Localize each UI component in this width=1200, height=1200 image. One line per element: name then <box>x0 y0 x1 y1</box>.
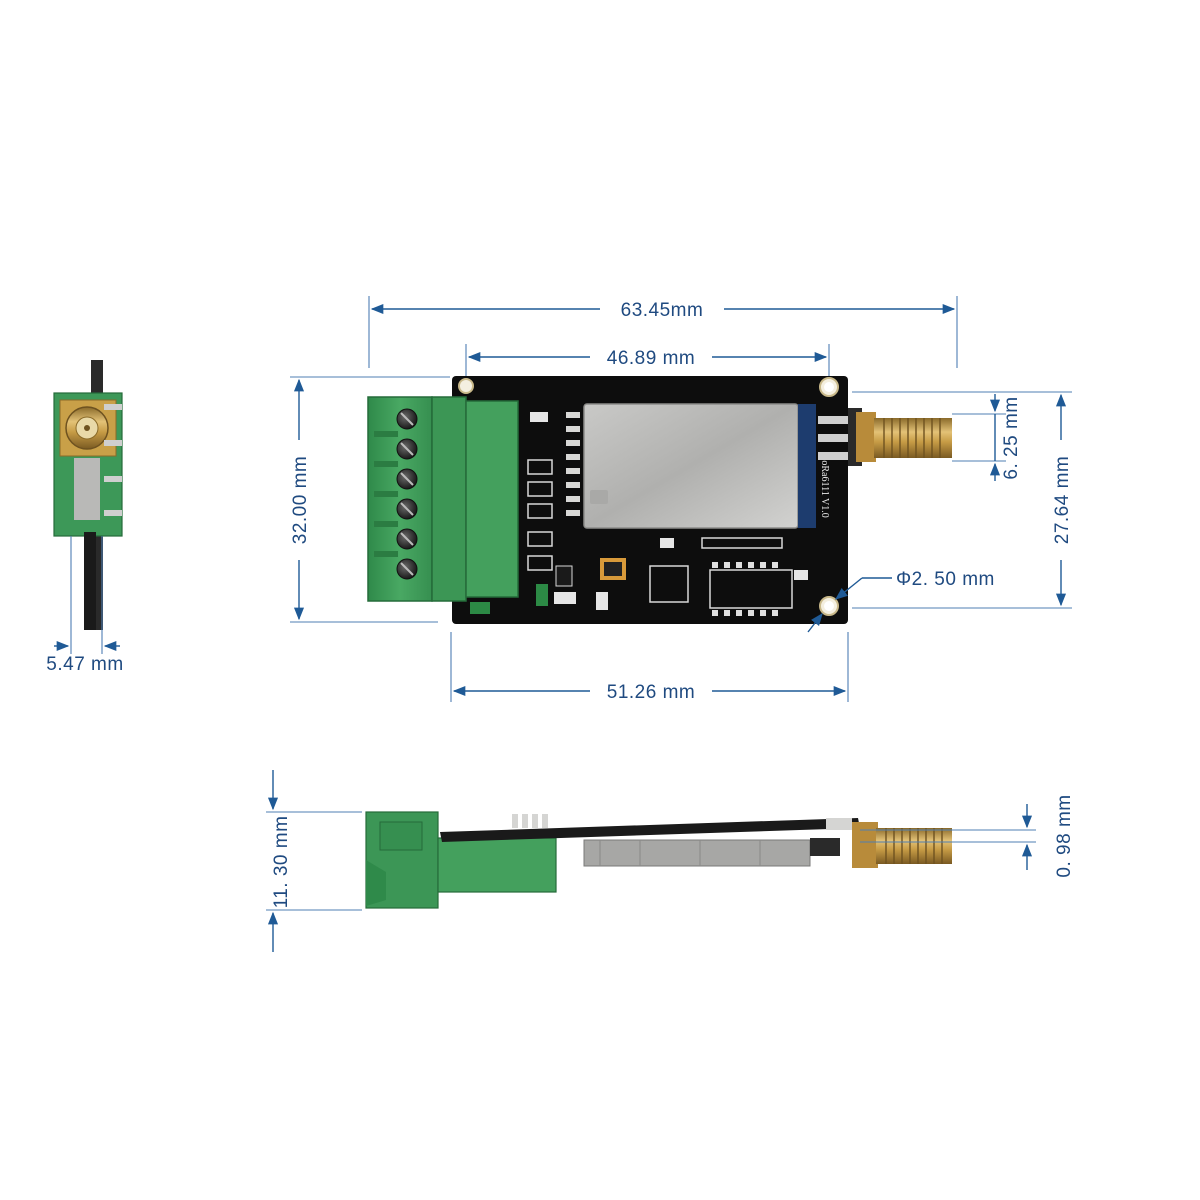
terminal-block <box>367 396 519 602</box>
side-view <box>53 360 123 630</box>
board-label: LoRa6111 V1.0 <box>819 454 830 518</box>
profile-view <box>365 811 952 909</box>
dim-overall-length: 63.45mm <box>621 300 704 321</box>
module-pads <box>566 412 580 516</box>
pin-header <box>818 408 862 466</box>
rf-shield-can <box>583 403 799 529</box>
top-view-dimensions: 63.45mm 46.89 mm 32.00 mm 51.26 mm 27.64… <box>290 296 1073 703</box>
dim-pcb-thickness: 0. 98 mm <box>1054 794 1075 877</box>
side-view-dimensions: 5.47 mm <box>46 536 123 675</box>
profile-pcb <box>440 818 860 842</box>
dim-profile-height: 11. 30 mm <box>271 816 292 909</box>
dim-module-length: 46.89 mm <box>607 348 695 369</box>
profile-sma-connector <box>852 822 952 868</box>
smd-components <box>470 412 808 616</box>
profile-view-dimensions: 11. 30 mm 0. 98 mm <box>266 770 1075 952</box>
dim-hole-diameter: Φ2. 50 mm <box>896 569 995 590</box>
sma-connector <box>856 412 952 462</box>
dim-board-length: 51.26 mm <box>607 682 695 703</box>
dim-board-height: 32.00 mm <box>290 456 311 544</box>
dim-connector-offset: 6. 25 mm <box>1001 396 1022 479</box>
dim-side-thickness: 5.47 mm <box>46 654 123 675</box>
dim-hole-spacing: 27.64 mm <box>1052 456 1073 544</box>
top-view: LoRa6111 V1.0 <box>367 376 952 624</box>
